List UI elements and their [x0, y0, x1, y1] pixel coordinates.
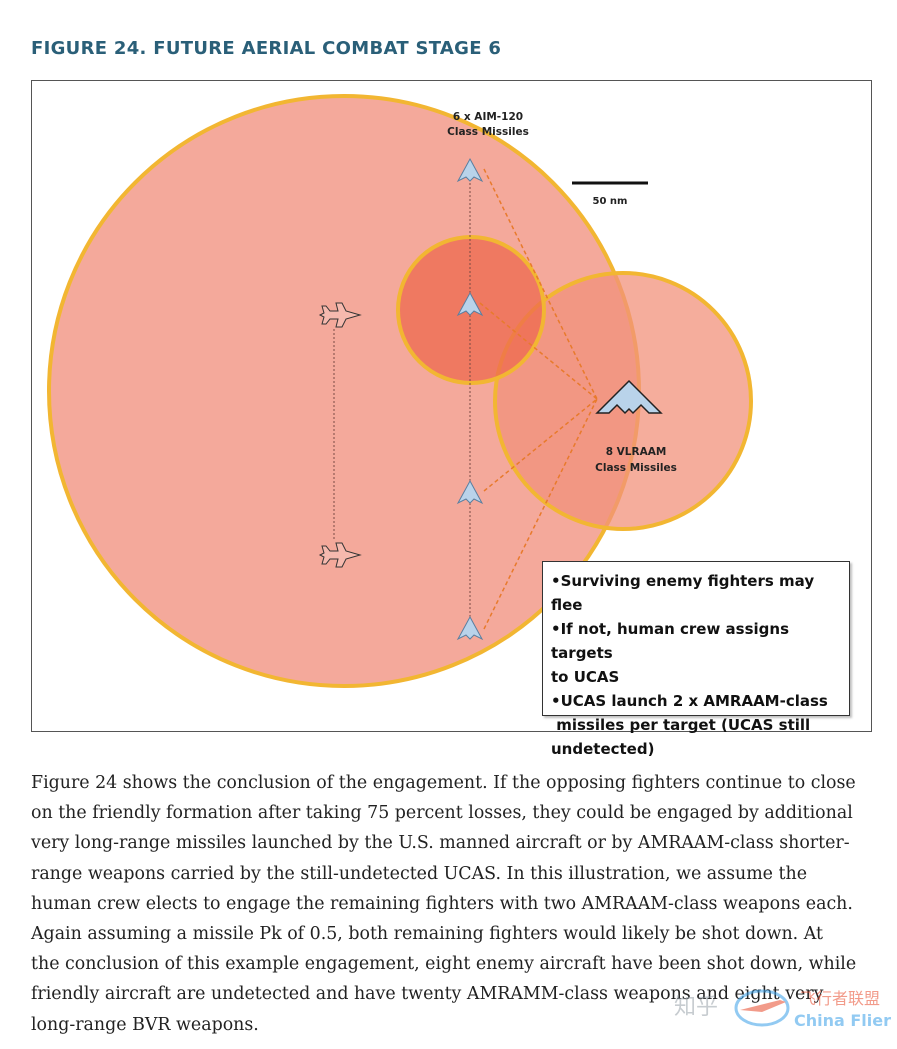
body-line: long-range BVR weapons.: [31, 1014, 259, 1035]
body-line: Again assuming a missile Pk of 0.5, both…: [31, 924, 823, 945]
friendly-fighter-icon: [456, 479, 484, 505]
body-line: very long-range missiles launched by the…: [31, 833, 850, 854]
body-line: Figure 24 shows the conclusion of the en…: [31, 773, 856, 793]
body-line: range weapons carried by the still-undet…: [31, 863, 807, 884]
enemy-fighter-icon: [318, 542, 362, 568]
body-line: the conclusion of this example engagemen…: [31, 954, 857, 975]
notes-box: •Surviving enemy fighters may flee •If n…: [542, 561, 850, 758]
body-line: human crew elects to engage the remainin…: [31, 893, 853, 914]
watermark: 知乎 飞行者联盟 China Flier: [670, 978, 895, 1038]
friendly-fighter-icon: [456, 615, 484, 641]
note-line: •Surviving enemy fighters may flee: [551, 572, 820, 614]
watermark-cn-text-2: 飞行者联盟: [800, 989, 880, 1008]
body-line: friendly aircraft are undetected and hav…: [31, 984, 824, 1005]
watermark-logo: 知乎 飞行者联盟 China Flier: [674, 989, 891, 1030]
diagram-svg: 6 x AIM-120 Class Missiles 8 VLRAAM Clas…: [47, 94, 753, 688]
watermark-en-text: China Flier: [794, 1011, 891, 1030]
aim-label-line1: 6 x AIM-120: [453, 111, 523, 123]
missile-trajectories: [479, 168, 598, 630]
watermark-ring-icon: [734, 989, 790, 1027]
vlraam-label-line2: Class Missiles: [595, 462, 677, 474]
friendly-fighter-icon: [456, 157, 484, 183]
figure-title: FIGURE 24. FUTURE AERIAL COMBAT STAGE 6: [31, 38, 502, 59]
body-line: on the friendly formation after taking 7…: [31, 803, 853, 824]
watermark-cn-text: 知乎: [674, 995, 718, 1020]
scale-label: 50 nm: [593, 196, 628, 207]
enemy-fighter-icon: [318, 302, 362, 328]
note-line: missiles per target (UCAS still: [551, 716, 811, 734]
body-paragraph: Figure 24 shows the conclusion of the en…: [31, 768, 871, 1040]
note-line: undetected): [551, 740, 655, 758]
figure-diagram: 6 x AIM-120 Class Missiles 8 VLRAAM Clas…: [31, 80, 872, 758]
watermark-plane-icon: [740, 1000, 786, 1012]
note-line: to UCAS: [551, 668, 620, 686]
bomber-icon: [595, 379, 663, 415]
note-line: •If not, human crew assigns targets: [551, 620, 795, 662]
aim-label-line2: Class Missiles: [447, 126, 529, 138]
ucas-icon: [456, 291, 484, 317]
note-line: •UCAS launch 2 x AMRAAM-class: [551, 692, 828, 710]
vlraam-label-line1: 8 VLRAAM: [606, 446, 667, 458]
